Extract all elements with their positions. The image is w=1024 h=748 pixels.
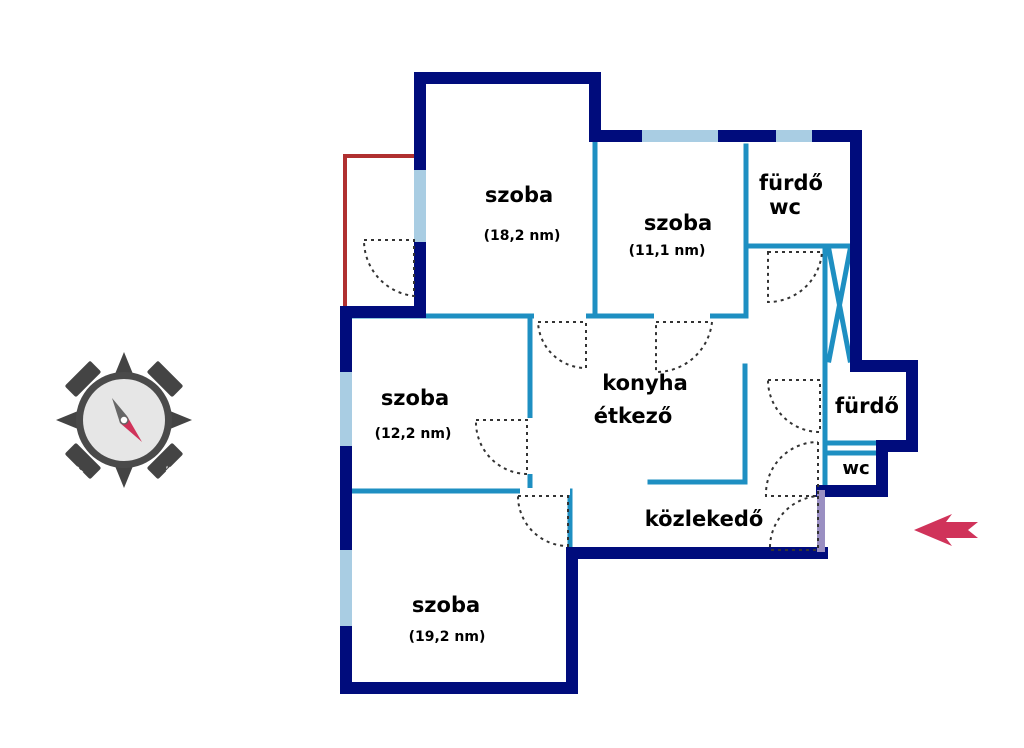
- kitchen-label: konyha: [602, 371, 688, 395]
- balcony-outline: [343, 154, 414, 308]
- compass-d: D: [63, 359, 80, 376]
- room2-area: (11,1 nm): [629, 243, 706, 259]
- room3-name: szoba: [381, 386, 449, 410]
- hall-label: közlekedő: [645, 507, 764, 531]
- room3-area: (12,2 nm): [375, 426, 452, 442]
- windows: [340, 130, 812, 626]
- outer-walls: [340, 72, 918, 694]
- entrance-arrow-icon: [914, 514, 978, 546]
- room1-area: (18,2 nm): [484, 228, 561, 244]
- bath2-label: fürdő: [835, 394, 899, 418]
- room1-name: szoba: [485, 183, 553, 207]
- wc-label: wc: [842, 458, 869, 479]
- door-swings: [362, 239, 824, 551]
- room4-area: (19,2 nm): [409, 629, 486, 645]
- room2-name: szoba: [644, 211, 712, 235]
- door-openings: [520, 313, 710, 495]
- room4-name: szoba: [412, 593, 480, 617]
- dining-label: étkező: [594, 404, 673, 428]
- compass-icon: D NY K É: [56, 352, 192, 488]
- bath1-label: fürdő: [759, 171, 823, 195]
- entrance-door: [817, 490, 825, 552]
- bath1-wc-label: wc: [769, 195, 801, 219]
